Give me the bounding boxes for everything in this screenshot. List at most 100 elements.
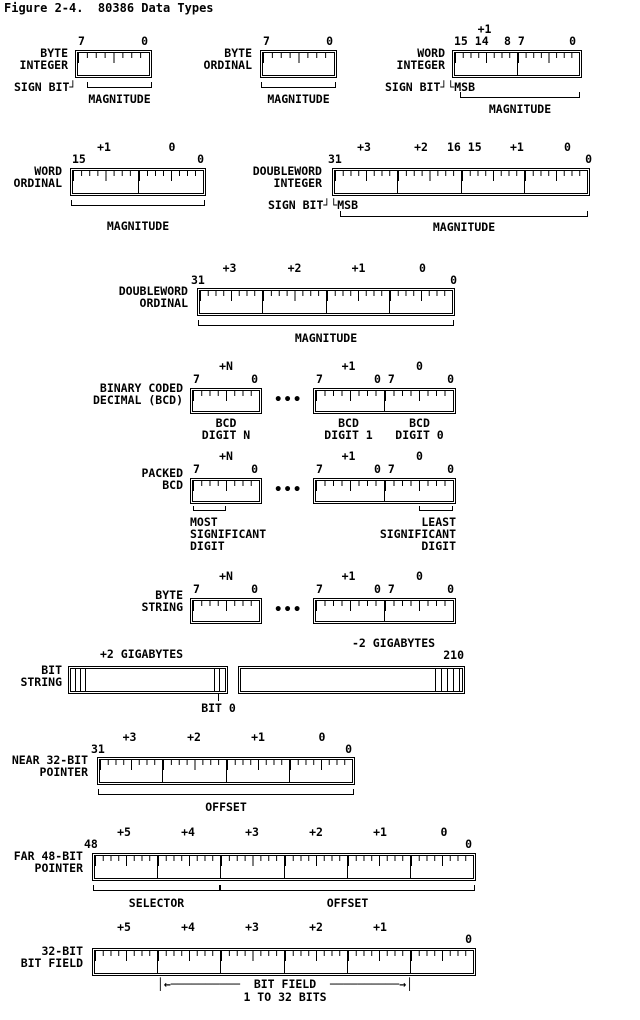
bcd-n-bit7: 7: [193, 372, 200, 386]
byte-cell: [455, 53, 517, 75]
far-pointer-offset-brace: [220, 885, 475, 891]
dword-integer-plus1: +1: [510, 140, 524, 154]
byte-ordinal-bit0: 0: [326, 34, 333, 48]
near-pointer-plus3: +3: [122, 730, 137, 744]
far-pointer-bit0: 0: [465, 837, 472, 851]
byte-cell: [220, 856, 284, 878]
far-pointer-plus2: +2: [309, 825, 323, 839]
packed-bcd-plusN: +N: [219, 449, 233, 463]
bcd-plus1: +1: [341, 359, 356, 373]
dword-ordinal-magnitude-brace: [198, 320, 454, 326]
bcd-byte-n-box: [190, 388, 262, 414]
bit-field-plus3: +3: [245, 920, 259, 934]
bcd-plus0: 0: [416, 359, 423, 373]
bcd-digit-0-label: BCD DIGIT 0: [395, 416, 444, 442]
byte-integer-sign-bit-label: SIGN BIT┘: [14, 80, 77, 94]
byte-string-plusN: +N: [219, 569, 233, 583]
byte-cell: [384, 391, 453, 411]
bcd-w-bit7: 7: [316, 372, 323, 386]
word-integer-bits-high: 15 14: [454, 34, 489, 48]
near-pointer-plus1: +1: [251, 730, 265, 744]
tick-line: [80, 669, 81, 691]
dword-ordinal-plus2: +2: [287, 261, 302, 275]
dword-integer-box: [332, 168, 590, 196]
byte-cell: [325, 291, 389, 313]
dword-integer-magnitude-label: MAGNITUDE: [432, 220, 496, 234]
word-ordinal-plus1: +1: [97, 140, 111, 154]
byte-ordinal-box: [260, 50, 337, 78]
packed-bcd-label: PACKED BCD: [141, 466, 183, 492]
byte-cell: [316, 391, 384, 411]
byte-string-w-bit0: 0: [447, 582, 454, 596]
byte-string-bytes-10-box: [313, 598, 456, 624]
bit-field-extent-arrow: │←────────── BIT FIELD ──────────→│: [156, 977, 414, 991]
tick-line: [441, 669, 442, 691]
byte-ordinal-bit7: 7: [263, 34, 270, 48]
byte-cell: [316, 601, 384, 621]
byte-cell: [262, 291, 326, 313]
far-pointer-plus1: +1: [373, 825, 387, 839]
tick-line: [453, 669, 454, 691]
byte-integer-magnitude-brace: [87, 82, 152, 88]
packed-bcd-w-bits-mid: 0 7: [374, 462, 395, 476]
byte-cell: [95, 951, 158, 973]
bit-string-label: BIT STRING: [20, 663, 62, 689]
dword-integer-magnitude-brace: [340, 211, 588, 217]
byte-cell: [384, 601, 453, 621]
byte-integer-box: [75, 50, 152, 78]
bit-field-range-label: 1 TO 32 BITS: [243, 990, 327, 1004]
bcd-plusN: +N: [219, 359, 233, 373]
word-integer-label: WORD INTEGER: [396, 46, 445, 72]
packed-bcd-n-bit7: 7: [193, 462, 200, 476]
packed-bcd-least-label: LEAST SIGNIFICANT DIGIT: [379, 515, 456, 553]
word-ordinal-box: [70, 168, 206, 196]
bit-string-left-segment-box: [68, 666, 228, 694]
dword-ordinal-box: [197, 288, 455, 316]
far-pointer-bit48: 48: [84, 837, 98, 851]
dword-ordinal-bit0: 0: [450, 273, 457, 287]
tick-line: [459, 669, 460, 691]
byte-cell: [95, 856, 158, 878]
bit-string-minus-2g-label: -2 GIGABYTES: [352, 636, 436, 650]
tick-line: [447, 669, 448, 691]
byte-cell: [283, 856, 347, 878]
bcd-w-bit0: 0: [447, 372, 454, 386]
bit-string-plus-2g-label: +2 GIGABYTES: [100, 647, 184, 661]
dword-ordinal-magnitude-label: MAGNITUDE: [294, 331, 358, 345]
byte-cell: [283, 951, 347, 973]
byte-cell: [193, 481, 259, 501]
bit-string-bit0-label: BIT 0: [201, 701, 236, 715]
dword-ordinal-plus3: +3: [222, 261, 237, 275]
bit-field-plus5: +5: [117, 920, 131, 934]
dword-ordinal-plus0: 0: [419, 261, 426, 275]
byte-cell: [225, 760, 289, 782]
dword-integer-label: DOUBLEWORD INTEGER: [252, 164, 322, 190]
word-ordinal-magnitude-label: MAGNITUDE: [106, 219, 170, 233]
bit-field-plus4: +4: [181, 920, 195, 934]
near-pointer-offset-brace: [98, 789, 354, 795]
bit-0-pointer-line: [218, 694, 219, 701]
byte-cell: [157, 951, 221, 973]
tick-line: [85, 669, 86, 691]
dword-integer-bit0: 0: [585, 152, 592, 166]
byte-string-w-bits-mid: 0 7: [374, 582, 395, 596]
byte-cell: [409, 856, 474, 878]
far-pointer-box: [92, 853, 476, 881]
bcd-label: BINARY CODED DECIMAL (BCD): [92, 381, 183, 407]
word-ordinal-magnitude-brace: [71, 200, 205, 206]
dword-integer-sign-msb-label: SIGN BIT┘└MSB: [268, 198, 359, 212]
packed-bcd-n-bit0: 0: [251, 462, 258, 476]
byte-ordinal-magnitude-brace: [261, 82, 336, 88]
dword-integer-bits-mid: 16 15: [447, 140, 482, 154]
byte-cell: [137, 171, 203, 193]
byte-cell: [516, 53, 579, 75]
byte-ordinal-magnitude-label: MAGNITUDE: [267, 92, 330, 106]
near-pointer-label: NEAR 32-BIT POINTER: [11, 753, 88, 779]
tick-line: [219, 669, 220, 691]
byte-cell: [73, 171, 138, 193]
byte-integer-magnitude-label: MAGNITUDE: [88, 92, 151, 106]
packed-bcd-bytes-10-box: [313, 478, 456, 504]
far-pointer-label: FAR 48-BIT POINTER: [13, 849, 83, 875]
word-integer-magnitude-brace: [460, 92, 580, 98]
bcd-w-bits-mid: 0 7: [374, 372, 395, 386]
